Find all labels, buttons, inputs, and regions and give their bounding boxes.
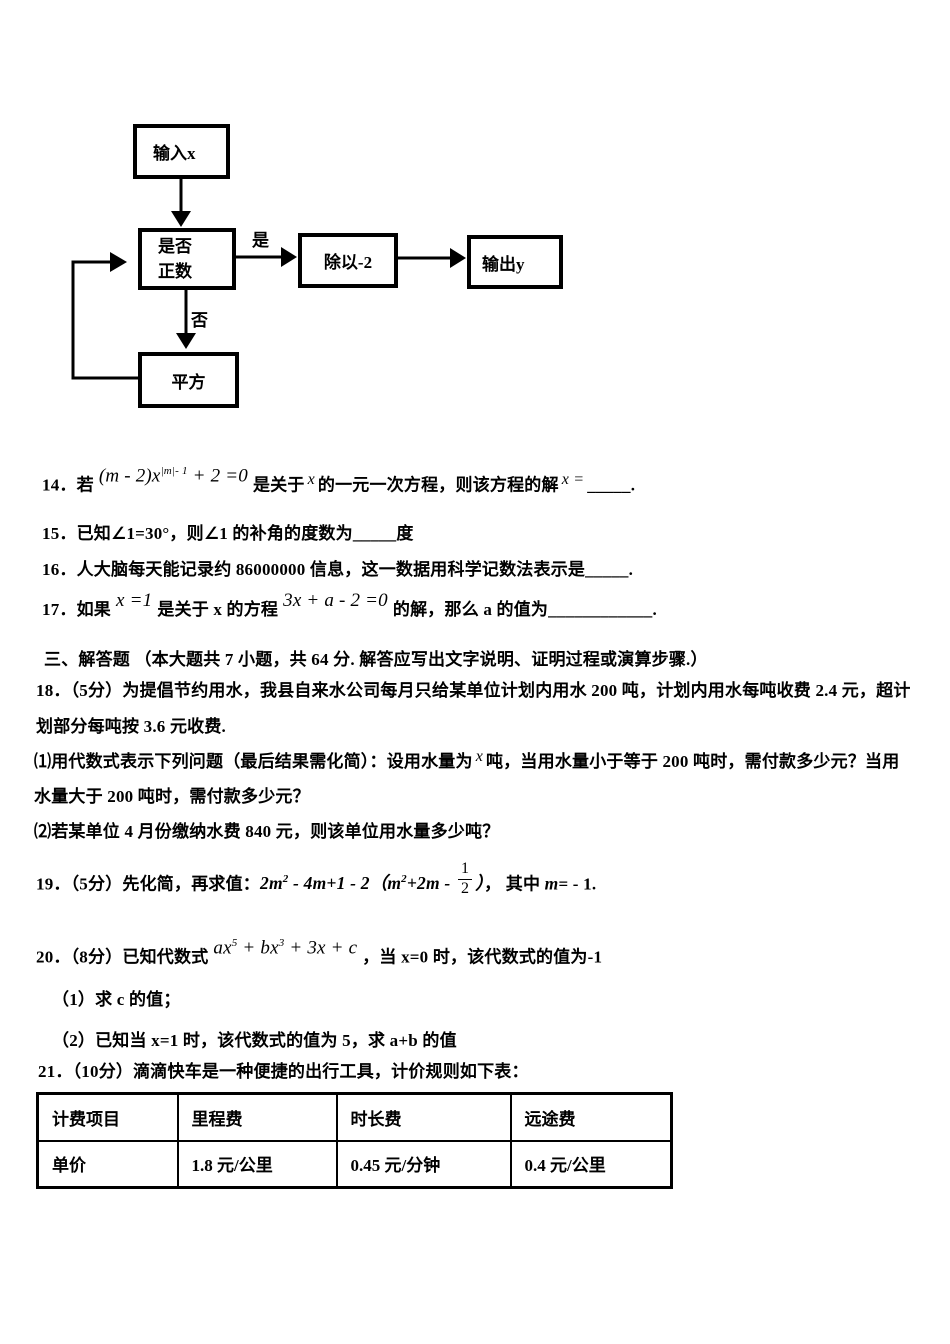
- flowchart-divide-box: 除以-2: [298, 233, 398, 288]
- q19-tail: ， 其中: [484, 874, 545, 894]
- flowchart-input-label: 输入x: [153, 144, 196, 163]
- flowchart-square-box: 平方: [138, 352, 239, 408]
- q14-answer-blank: _____: [587, 475, 631, 495]
- q16-tail: .: [628, 560, 634, 579]
- q14-period: .: [630, 475, 636, 495]
- q18-item1-x-variable: x: [475, 748, 484, 765]
- q20-lead: 20．（8分）已知代数式: [36, 947, 209, 967]
- q19-m3: +2m -: [406, 873, 455, 894]
- pricing-table-price-row: 单价 1.8 元/公里 0.45 元/分钟 0.4 元/公里: [36, 1139, 673, 1189]
- question-18-line2: 划部分每吨按 3.6 元收费.: [36, 715, 226, 739]
- question-18-line1: 18．（5分）为提倡节约用水，我县自来水公司每月只给某单位计划内用水 200 吨…: [36, 679, 911, 703]
- q18-item1-post: 吨，当用水量小于等于 200 吨时，需付款多少元？当用: [486, 752, 900, 771]
- flowchart-decision-line2: 正数: [158, 262, 192, 281]
- q19-sup1: 2: [282, 873, 289, 886]
- q19-sup2: 2: [401, 873, 407, 886]
- q17-period: .: [652, 600, 657, 619]
- q21-text: 21．（10分）滴滴快车是一种便捷的出行工具，计价规则如下表：: [38, 1062, 529, 1081]
- q19-m2: - 4m+1 - 2（m: [288, 873, 402, 894]
- question-18-item2: ⑵若某单位 4 月份缴纳水费 840 元，则该单位用水量多少吨？: [34, 820, 499, 844]
- q20-item2-text: （2）已知当 x=1 时，该代数式的值为 5，求 a+b 的值: [52, 1031, 457, 1050]
- q14-formula-exponent: |m|- 1: [160, 465, 188, 477]
- q18-item1-line2-text: 水量大于 200 吨时，需付款多少元？: [34, 787, 310, 806]
- flowchart-divide-label: 除以-2: [323, 253, 373, 272]
- q14-mid1: 是关于: [252, 475, 305, 495]
- q17-formula-1: x =1: [116, 590, 153, 611]
- q15-tail: 度: [396, 524, 414, 543]
- question-21: 21．（10分）滴滴快车是一种便捷的出行工具，计价规则如下表：: [38, 1060, 529, 1084]
- q20-sup3: 3: [278, 937, 285, 949]
- q14-lead: 14．若: [42, 475, 94, 495]
- q18-item1-pre: ⑴用代数式表示下列问题（最后结果需化简）：设用水量为: [34, 752, 473, 771]
- q17-lead: 17．如果: [42, 600, 111, 619]
- q16-answer-blank: _____: [585, 560, 629, 579]
- header-cell-time-fee: 时长费: [335, 1092, 512, 1142]
- q20-formula-b: + bx: [237, 937, 279, 959]
- flowchart-yes-label: 是: [252, 231, 269, 250]
- flowchart-decision-line1: 是否: [158, 237, 192, 256]
- question-18-item1-line2: 水量大于 200 吨时，需付款多少元？: [34, 785, 310, 809]
- cell-unit-price: 单价: [36, 1139, 179, 1189]
- flowchart-arrows: [71, 179, 466, 380]
- flowchart-square-label: 平方: [171, 372, 206, 392]
- q17-mid2: 的解，那么 a 的值为: [392, 600, 549, 619]
- flowchart-output-box: 输出y: [467, 235, 563, 289]
- q19-fraction-denominator: 2: [461, 880, 470, 898]
- q19-tail2: = - 1.: [558, 874, 597, 894]
- q19-lead: 19．（5分）先化简，再求值：: [36, 874, 260, 894]
- flowchart-no-label: 否: [191, 311, 208, 330]
- q20-tail: ，当 x=0 时，该代数式的值为-1: [362, 947, 603, 967]
- question-16: 16．人大脑每天能记录约 86000000 信息，这一数据用科学记数法表示是__…: [42, 558, 633, 582]
- q19-m4: ）: [475, 873, 485, 894]
- header-cell-item: 计费项目: [36, 1092, 179, 1142]
- question-20-item1: （1）求 c 的值；: [52, 988, 181, 1012]
- pricing-table-header-row: 计费项目 里程费 时长费 远途费: [36, 1092, 673, 1142]
- q19-fraction-numerator: 1: [458, 860, 473, 881]
- q15-answer-blank: _____: [352, 524, 397, 543]
- q20-formula-c: + 3x + c: [284, 937, 358, 959]
- q14-x-variable: x: [307, 471, 315, 489]
- section-3-text: 三、解答题 （本大题共 7 小题，共 64 分. 解答应写出文字说明、证明过程或…: [44, 650, 708, 669]
- q15-text: 15．已知∠1=30°，则∠1 的补角的度数为: [42, 524, 353, 543]
- q16-text: 16．人大脑每天能记录约 86000000 信息，这一数据用科学记数法表示是: [42, 560, 586, 579]
- flowchart-input-box: 输入x: [133, 124, 230, 179]
- section-3-header: 三、解答题 （本大题共 7 小题，共 64 分. 解答应写出文字说明、证明过程或…: [44, 648, 708, 672]
- q14-x-equals: x =: [561, 471, 585, 489]
- question-15: 15．已知∠1=30°，则∠1 的补角的度数为_____度: [42, 522, 414, 546]
- q14-formula-tail: + 2 =0: [187, 465, 248, 487]
- q17-answer-blank: ____________: [548, 600, 653, 619]
- question-20-item2: （2）已知当 x=1 时，该代数式的值为 5，求 a+b 的值: [52, 1029, 457, 1053]
- header-cell-longdistance-fee: 远途费: [509, 1092, 673, 1142]
- q20-sup5: 5: [231, 937, 238, 949]
- q17-formula-2: 3x + a - 2 =0: [283, 590, 388, 611]
- q18-item2-text: ⑵若某单位 4 月份缴纳水费 840 元，则该单位用水量多少吨？: [34, 822, 500, 841]
- flowchart-decision-box: 是否 正数: [138, 228, 236, 290]
- q20-formula: ax5 + bx3 + 3x + c: [213, 931, 357, 960]
- q18-line2-text: 划部分每吨按 3.6 元收费.: [36, 717, 226, 736]
- q19-m1: 2m: [260, 873, 283, 894]
- q14-formula: (m - 2)x|m|- 1 + 2 =0: [99, 459, 248, 488]
- cell-mileage-price: 1.8 元/公里: [176, 1139, 338, 1189]
- q17-mid1: 是关于 x 的方程: [157, 600, 279, 619]
- flowchart-output-label: 输出y: [482, 254, 525, 274]
- q19-m-variable: m: [544, 873, 559, 894]
- cell-time-price: 0.45 元/分钟: [335, 1139, 512, 1189]
- header-cell-mileage-fee: 里程费: [176, 1092, 338, 1142]
- cell-longdistance-price: 0.4 元/公里: [509, 1139, 673, 1189]
- q14-mid2: 的一元一次方程，则该方程的解: [317, 475, 559, 495]
- q14-formula-base: (m - 2)x: [98, 465, 161, 487]
- q18-line1-text: 18．（5分）为提倡节约用水，我县自来水公司每月只给某单位计划内用水 200 吨…: [36, 681, 911, 700]
- q20-formula-a: ax: [213, 937, 232, 959]
- q20-item1-text: （1）求 c 的值；: [52, 990, 181, 1009]
- pricing-table: 计费项目 里程费 时长费 远途费 单价 1.8 元/公里 0.45 元/分钟 0…: [36, 1092, 673, 1189]
